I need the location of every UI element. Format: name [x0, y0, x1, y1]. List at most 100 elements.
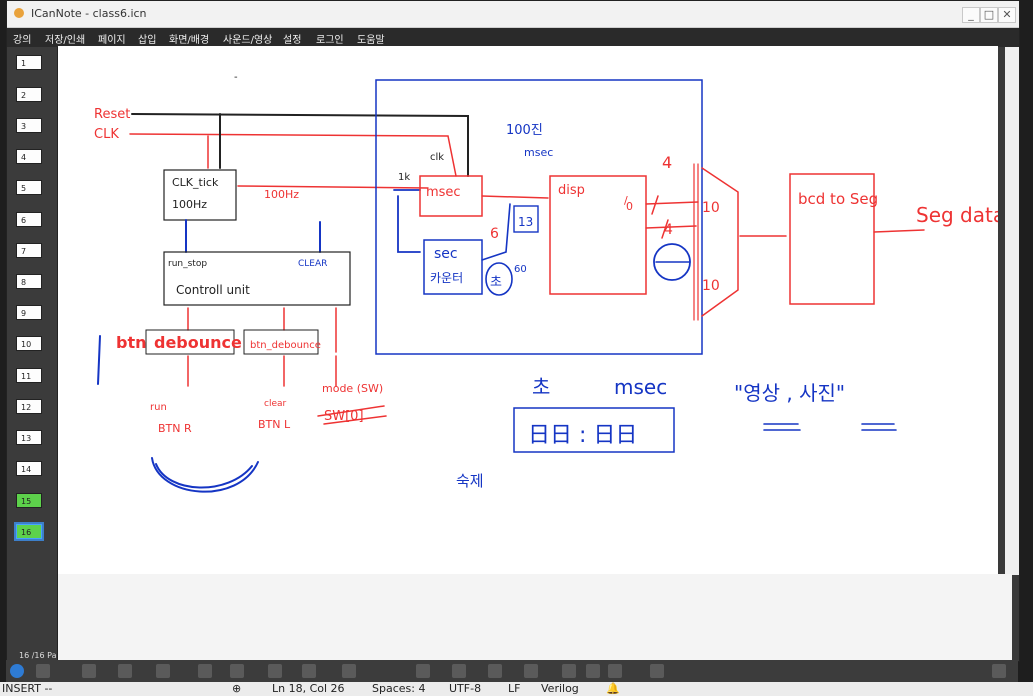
menu-item-save-print[interactable]: 저장/인쇄 [45, 31, 85, 46]
label-sukje: 숙제 [456, 472, 484, 490]
label-clk: CLK [94, 127, 119, 142]
page-thumb-14[interactable]: 14 [16, 461, 42, 476]
label-freq: 100Hz [264, 188, 299, 201]
page-counter: 16 /16 Pa [19, 651, 57, 660]
add-page-icon[interactable] [10, 664, 24, 678]
menu-item-help[interactable]: 도움말 [357, 31, 385, 46]
label-btn-debounce: btn_debounce [250, 340, 321, 351]
pause-icon[interactable] [562, 664, 576, 678]
sync-icon[interactable] [524, 664, 538, 678]
label-btn-run: BTN R [158, 422, 192, 435]
label-cho-bottom: 초 [532, 375, 550, 399]
page-thumb-1[interactable]: 1 [16, 55, 42, 70]
label-mux-bottom: 10 [702, 278, 720, 294]
label-disp: disp [558, 183, 585, 198]
label-btn: btn [116, 333, 147, 352]
label-six: 6 [490, 226, 499, 242]
status-encoding[interactable]: UTF-8 [449, 682, 481, 696]
label-korean-quote: "영상 , 사진" [734, 381, 845, 405]
rectangle-tool-icon[interactable] [82, 664, 96, 678]
scroll-down-icon[interactable] [992, 664, 1006, 678]
editor-status-bar: INSERT -- ⊕ Ln 18, Col 26 Spaces: 4 UTF-… [0, 682, 1033, 696]
grid-icon[interactable] [452, 664, 466, 678]
title-bar[interactable]: ICanNote - class6.icn _ □ ✕ [7, 1, 1019, 28]
page-thumb-7[interactable]: 7 [16, 243, 42, 258]
pen-tool-icon[interactable] [118, 664, 132, 678]
page-thumb-11[interactable]: 11 [16, 368, 42, 383]
label-btn-clear: BTN L [258, 418, 291, 431]
gear-icon[interactable] [586, 664, 600, 678]
vertical-scrollbar[interactable] [1005, 47, 1019, 575]
page-thumbnail-panel: 1 2 3 4 5 6 7 8 9 10 11 12 13 14 15 16 1… [7, 47, 58, 661]
label-reset: Reset [94, 107, 130, 122]
handwriting-layer: Reset CLK 100Hz disp / 0 4 4 10 10 bcd t… [58, 46, 998, 574]
menu-item-screen-background[interactable]: 화면/배경 [169, 31, 209, 46]
page-thumb-8[interactable]: 8 [16, 274, 42, 289]
label-msec-block: msec [426, 185, 461, 200]
page-thumb-12[interactable]: 12 [16, 399, 42, 414]
menu-item-settings[interactable]: 설정 [283, 31, 301, 46]
label-clear-small: clear [264, 399, 287, 409]
chart-icon[interactable] [416, 664, 430, 678]
menu-item-lecture[interactable]: 강의 [13, 31, 31, 46]
label-control-unit: Controll unit [176, 283, 250, 297]
label-thirteen: 13 [518, 215, 533, 229]
label-hundred-min: 100진 [506, 123, 543, 138]
eraser-tool-icon[interactable] [156, 664, 170, 678]
back-arrow-icon[interactable] [198, 664, 212, 678]
label-mode-sw: mode (SW) [322, 382, 383, 395]
page-thumb-16[interactable]: 16 [16, 524, 42, 539]
trash-icon[interactable] [36, 664, 50, 678]
label-dash-mark: - [234, 72, 238, 83]
bottom-toolbar [6, 660, 1018, 682]
label-slash-zero: 0 [626, 200, 633, 213]
page-thumb-2[interactable]: 2 [16, 87, 42, 102]
split-icon[interactable] [488, 664, 502, 678]
label-four-b: 4 [664, 222, 673, 238]
close-button[interactable]: ✕ [998, 7, 1016, 23]
label-clear: CLEAR [298, 259, 327, 269]
copy-page-icon[interactable] [268, 664, 282, 678]
label-clk-tick: CLK_tick [172, 176, 219, 189]
menu-item-insert[interactable]: 삽입 [138, 31, 156, 46]
display-digits: 日日 : 日日 [528, 423, 637, 448]
label-run-stop: run_stop [168, 259, 207, 269]
layout-icon[interactable] [302, 664, 316, 678]
app-logo-icon [14, 8, 24, 18]
menu-item-login[interactable]: 로그인 [316, 31, 344, 46]
status-eol[interactable]: LF [508, 682, 520, 696]
menu-item-sound-video[interactable]: 사운드/영상 [223, 31, 272, 46]
page-thumb-6[interactable]: 6 [16, 212, 42, 227]
minimize-button[interactable]: _ [962, 7, 980, 23]
forward-arrow-icon[interactable] [230, 664, 244, 678]
label-debounce: debounce [154, 333, 242, 352]
notification-bell-icon[interactable]: 🔔 [606, 682, 620, 696]
status-cursor-position[interactable]: Ln 18, Col 26 [272, 682, 345, 696]
label-cho-circle: 초 [490, 275, 502, 290]
page-thumb-13[interactable]: 13 [16, 430, 42, 445]
label-sixty: 60 [514, 264, 527, 275]
label-sec-block: sec [434, 246, 458, 262]
label-msec-bottom: msec [614, 375, 667, 399]
label-run: run [150, 402, 167, 413]
label-seg-data: Seg data [916, 203, 998, 227]
maximize-button[interactable]: □ [980, 7, 998, 23]
page-thumb-3[interactable]: 3 [16, 118, 42, 133]
page-thumb-5[interactable]: 5 [16, 180, 42, 195]
record-icon[interactable] [608, 664, 622, 678]
label-msec-top: msec [524, 146, 553, 159]
status-indentation[interactable]: Spaces: 4 [372, 682, 425, 696]
zoom-icon[interactable]: ⊕ [232, 682, 241, 696]
status-language[interactable]: Verilog [541, 682, 579, 696]
page-thumb-15[interactable]: 15 [16, 493, 42, 508]
page-thumb-9[interactable]: 9 [16, 305, 42, 320]
label-sw0: SW[0] [324, 409, 364, 424]
label-counter: 카운터 [430, 271, 463, 285]
close-tool-icon[interactable] [650, 664, 664, 678]
page-thumb-4[interactable]: 4 [16, 149, 42, 164]
menu-item-page[interactable]: 페이지 [98, 31, 126, 46]
label-mux-top: 10 [702, 200, 720, 216]
page-thumb-10[interactable]: 10 [16, 336, 42, 351]
menu-bar: 강의 저장/인쇄 페이지 삽입 화면/배경 사운드/영상 설정 로그인 도움말 [7, 28, 1019, 47]
square-tool-icon[interactable] [342, 664, 356, 678]
